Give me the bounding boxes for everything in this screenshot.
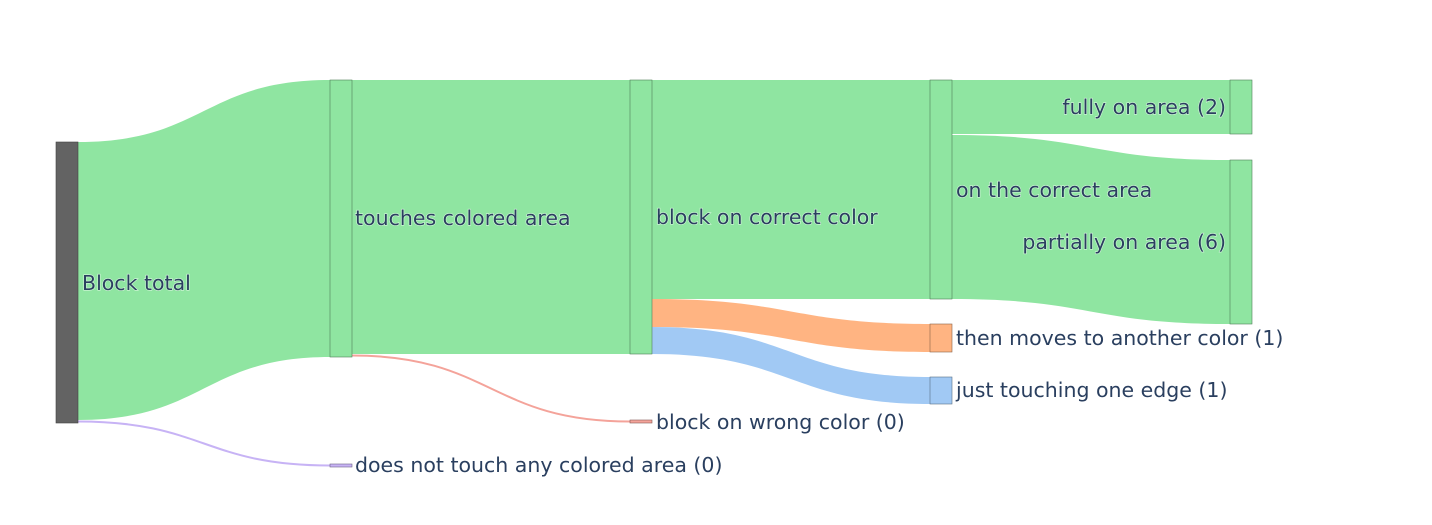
- link-correct_color-to-moves_color[interactable]: [652, 299, 930, 352]
- node-label-fully: fully on area (2): [1062, 95, 1226, 119]
- link-correct_area-to-fully[interactable]: [952, 80, 1230, 134]
- node-label-correct_color: block on correct color: [656, 205, 878, 229]
- node-label-partially: partially on area (6): [1022, 230, 1226, 254]
- node-touches[interactable]: [329, 79, 353, 358]
- node-one_edge[interactable]: [929, 376, 953, 405]
- link-touches-to-wrong_color[interactable]: [351, 354, 631, 423]
- node-label-one_edge: just touching one edge (1): [955, 378, 1227, 402]
- link-correct_area-to-partially[interactable]: [952, 135, 1230, 324]
- links-layer: [77, 80, 1230, 467]
- node-label-touches: touches colored area: [355, 206, 571, 230]
- node-wrong_color[interactable]: [629, 419, 653, 424]
- node-block_total[interactable]: [55, 141, 79, 424]
- link-block_total-to-no_touch[interactable]: [77, 420, 331, 467]
- nodes-layer: [55, 79, 1253, 468]
- node-correct_area[interactable]: [929, 79, 953, 300]
- node-partially[interactable]: [1229, 159, 1253, 325]
- link-touches-to-correct_color[interactable]: [352, 80, 630, 354]
- labels-layer: Block total touches colored area does not …: [81, 94, 1284, 477]
- link-correct_color-to-one_edge[interactable]: [652, 327, 930, 404]
- node-label-moves_color: then moves to another color (1): [956, 326, 1283, 350]
- node-fully[interactable]: [1229, 79, 1253, 135]
- node-moves_color[interactable]: [929, 323, 953, 353]
- node-label-no_touch: does not touch any colored area (0): [355, 453, 722, 477]
- node-label-correct_area: on the correct area: [956, 178, 1152, 202]
- link-block_total-to-touches[interactable]: [78, 80, 330, 420]
- node-correct_color[interactable]: [629, 79, 653, 355]
- node-label-block_total: Block total: [82, 271, 191, 295]
- link-correct_color-to-correct_area[interactable]: [652, 80, 930, 299]
- node-label-wrong_color: block on wrong color (0): [656, 410, 905, 434]
- node-no_touch[interactable]: [329, 463, 353, 468]
